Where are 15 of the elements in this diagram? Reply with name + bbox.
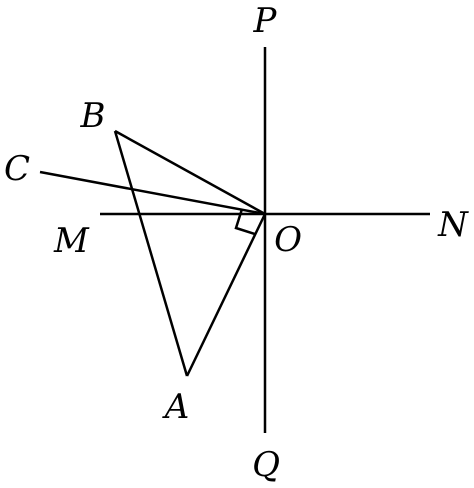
line-segment [264,47,266,214]
line-segment [100,212,265,216]
point-label: P [248,2,282,40]
point-label: B [76,97,110,135]
line-segment [114,130,266,216]
line-segment [265,212,430,216]
point-label: A [160,388,194,426]
line-segment [264,214,266,433]
point-label: Q [249,446,283,484]
point-label: N [436,206,470,244]
point-label: O [271,221,305,259]
line-segment [114,130,188,376]
point-label: C [0,150,34,188]
line-segment [186,213,266,377]
point-label: M [54,222,88,260]
